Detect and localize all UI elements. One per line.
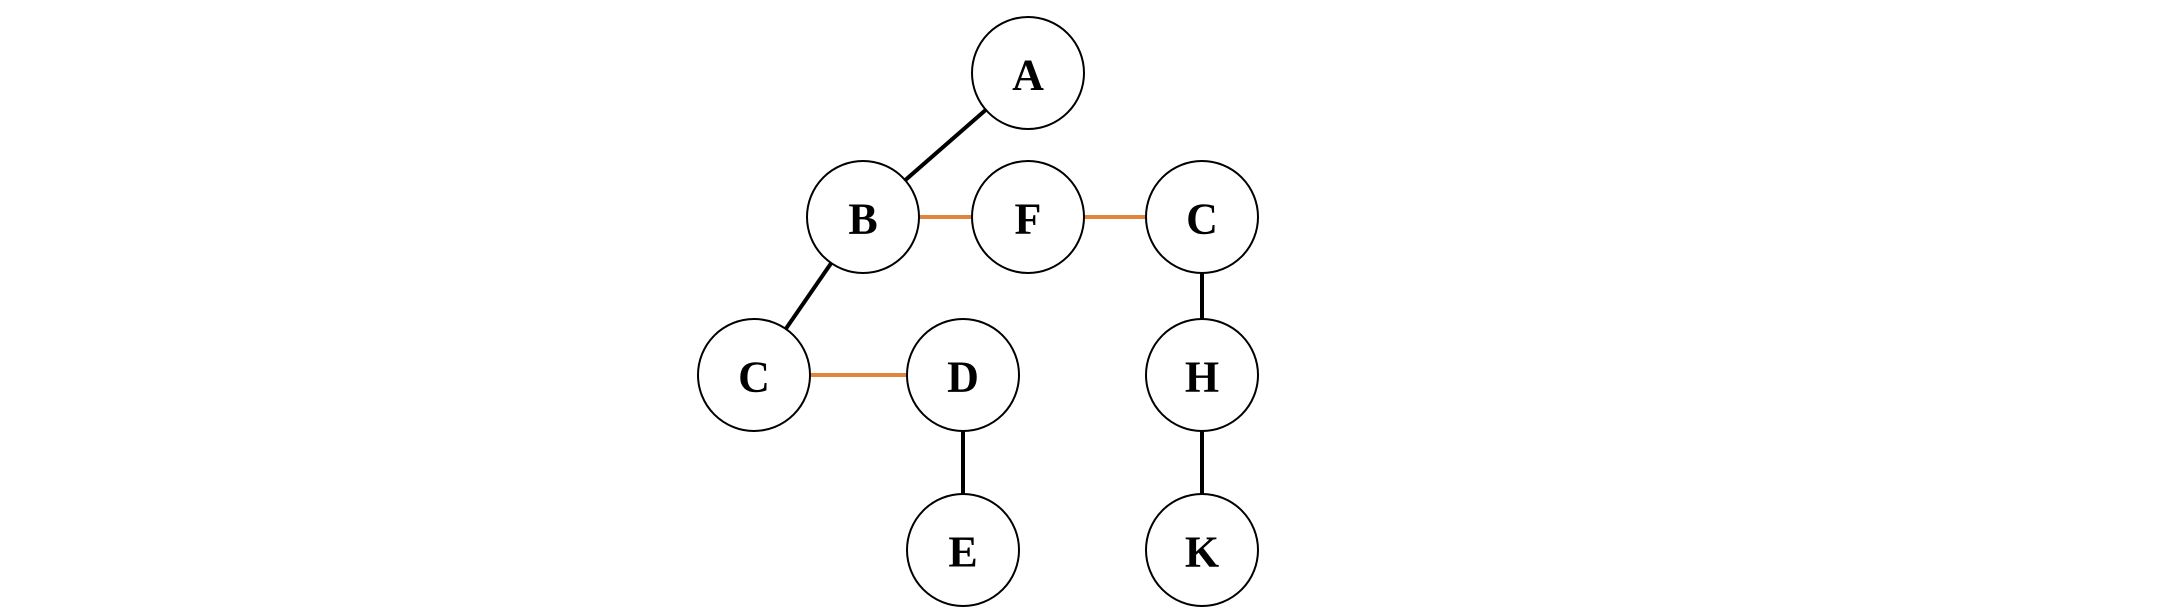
node-circle-D [906,318,1020,432]
node-label-A: A [1012,50,1044,99]
node-circle-A [971,16,1085,130]
node-circle-C_top [1145,160,1259,274]
graph-node-C_left: C [697,318,811,432]
node-label-C_top: C [1186,194,1218,243]
graph-node-D: D [906,318,1020,432]
node-label-B: B [848,194,877,243]
node-label-K: K [1185,527,1219,576]
graph-node-A: A [971,16,1085,130]
node-label-D: D [947,352,979,401]
node-label-E: E [948,527,977,576]
node-circle-F [971,160,1085,274]
node-circle-H [1145,318,1259,432]
node-label-C_left: C [738,352,770,401]
graph-node-F: F [971,160,1085,274]
graph-node-K: K [1145,493,1259,607]
graph-node-B: B [806,160,920,274]
node-circle-B [806,160,920,274]
node-label-H: H [1185,352,1219,401]
graph-node-C_top: C [1145,160,1259,274]
graph-node-H: H [1145,318,1259,432]
node-circle-K [1145,493,1259,607]
graph-node-E: E [906,493,1020,607]
node-circle-E [906,493,1020,607]
node-label-F: F [1015,194,1042,243]
node-circle-C_left [697,318,811,432]
